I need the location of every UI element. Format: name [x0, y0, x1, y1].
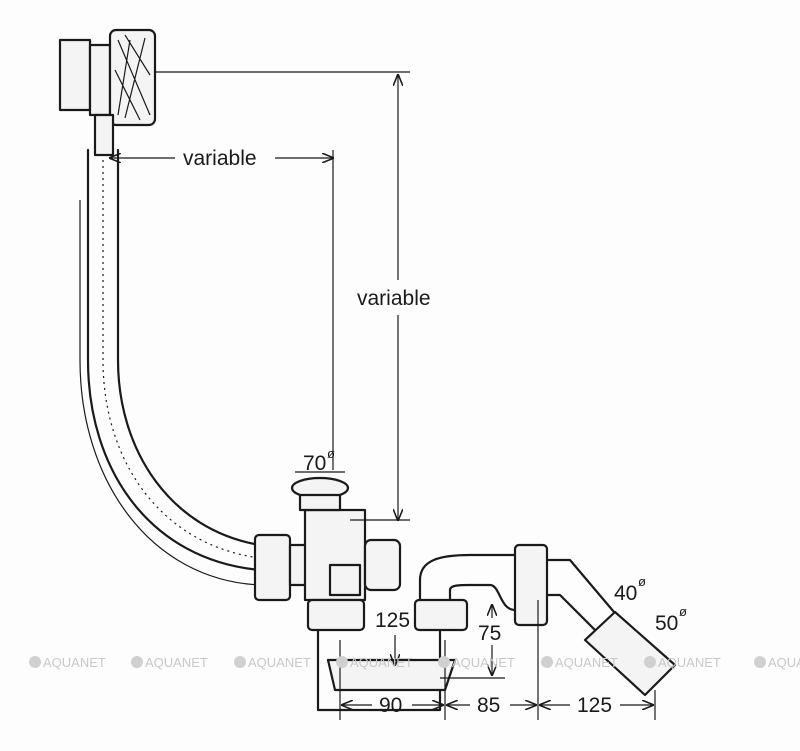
watermark: AQUANET [452, 655, 515, 670]
watermark: AQUANET [658, 655, 721, 670]
outlet-elbow [513, 543, 677, 697]
label-outlet-50: 50 [655, 612, 678, 635]
diameter-symbol: ø [327, 446, 335, 461]
label-vertical-variable: variable [357, 287, 431, 310]
watermark: AQUANET [768, 655, 800, 670]
label-width-85: 85 [477, 694, 500, 717]
label-height-125: 125 [375, 609, 410, 632]
trap [306, 553, 517, 712]
waste-body [253, 476, 402, 602]
label-plug-diameter: 70 [303, 452, 326, 475]
watermark-row: AQUANET AQUANET AQUANET AQUANET AQUANET … [29, 655, 800, 670]
label-height-75: 75 [478, 622, 501, 645]
label-outlet-40: 40 [614, 582, 637, 605]
watermark: AQUANET [145, 655, 208, 670]
watermark: AQUANET [350, 655, 413, 670]
dimension-lines [110, 71, 656, 720]
diameter-symbol: ø [638, 574, 646, 589]
flexible-hose [79, 148, 262, 586]
diameter-symbol: ø [679, 604, 687, 619]
watermark: AQUANET [555, 655, 618, 670]
watermark: AQUANET [248, 655, 311, 670]
label-width-90: 90 [379, 694, 402, 717]
label-horizontal-variable: variable [183, 147, 257, 170]
label-width-125: 125 [577, 694, 612, 717]
watermark: AQUANET [43, 655, 106, 670]
overflow-head [58, 28, 157, 157]
